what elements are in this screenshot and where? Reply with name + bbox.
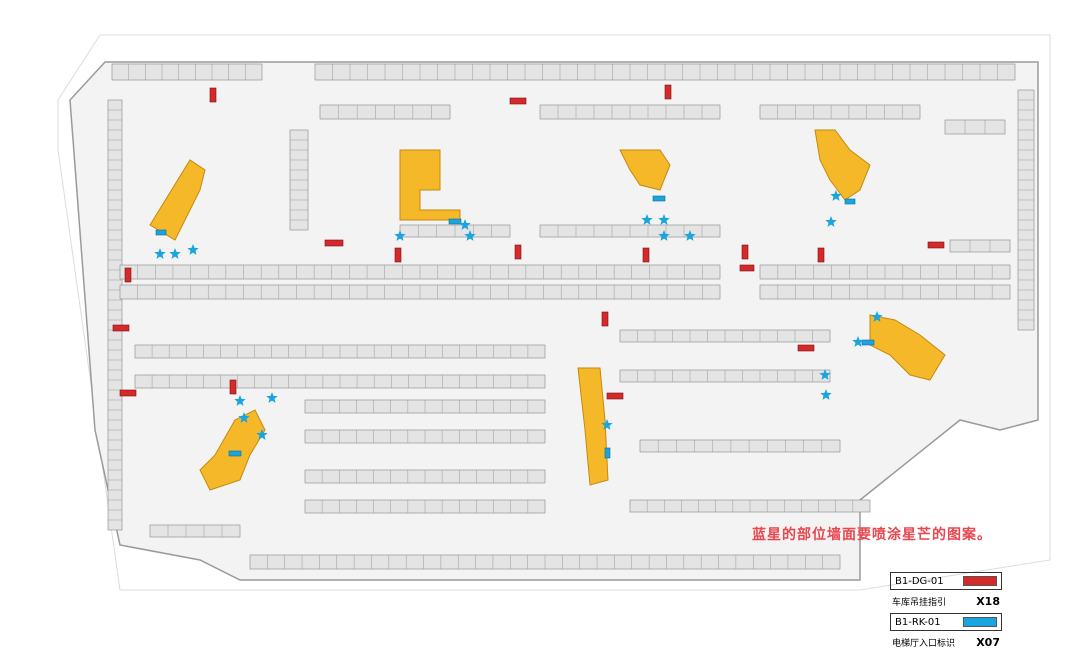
star-marker-icon (658, 214, 670, 225)
parking-row (319, 104, 451, 120)
legend-count: X07 (976, 636, 1000, 649)
parking-row (111, 63, 263, 81)
red-hanging-sign-icon (642, 247, 650, 263)
blue-entrance-sign-icon (448, 218, 462, 225)
star-marker-icon (234, 395, 246, 406)
parking-bays (107, 63, 1035, 570)
parking-row (944, 119, 1006, 135)
parking-row (107, 99, 123, 531)
parking-row (759, 104, 921, 120)
star-marker-icon (238, 412, 250, 423)
star-marker-icon (169, 248, 181, 259)
red-hanging-sign-icon (509, 97, 527, 105)
red-hanging-sign-icon (119, 389, 137, 397)
star-marker-icon (830, 190, 842, 201)
building-core (869, 314, 946, 381)
star-marker-icon (256, 429, 268, 440)
red-hanging-sign-icon (209, 87, 217, 103)
star-marker-icon (641, 214, 653, 225)
building-footprints (149, 129, 946, 491)
legend-desc: 车库吊挂指引 (892, 598, 947, 608)
star-marker-icon (459, 219, 471, 230)
building-core (577, 367, 609, 486)
legend-count: X18 (976, 595, 1000, 608)
star-marker-icon (266, 392, 278, 403)
red-hanging-sign-icon (664, 84, 672, 100)
red-hanging-sign-icon (112, 324, 130, 332)
entrance-signs (155, 195, 875, 459)
star-marker-icon (852, 336, 864, 347)
star-marker-icon (819, 369, 831, 380)
red-hanging-sign-icon (514, 244, 522, 260)
blue-entrance-sign-icon (963, 617, 997, 627)
star-marker-icon (820, 389, 832, 400)
red-hanging-sign-icon (601, 311, 609, 327)
legend-entrance-sign: B1-RK-01 电梯厅入口标识 X07 (890, 613, 1002, 649)
parking-row (149, 524, 241, 538)
star-marker-icon (825, 216, 837, 227)
blue-entrance-sign-icon (844, 198, 856, 205)
legend-hanging-sign: B1-DG-01 车库吊挂指引 X18 (890, 572, 1002, 608)
star-markers (154, 190, 883, 440)
parking-row (639, 439, 841, 453)
red-hanging-sign-icon (739, 264, 755, 272)
star-marker-icon (187, 244, 199, 255)
red-hanging-sign-icon (963, 576, 997, 586)
legend-code: B1-DG-01 (895, 575, 944, 587)
star-marker-icon (871, 311, 883, 322)
blue-entrance-sign-icon (861, 339, 875, 346)
star-marker-icon (601, 419, 613, 430)
star-marker-icon (154, 248, 166, 259)
star-marker-icon (658, 230, 670, 241)
red-hanging-sign-icon (741, 244, 749, 260)
red-hanging-sign-icon (124, 267, 132, 283)
star-marker-icon (684, 230, 696, 241)
blue-entrance-sign-icon (652, 195, 666, 202)
building-core (619, 149, 671, 191)
star-marker-icon (394, 230, 406, 241)
building-core (199, 409, 266, 491)
building-core (399, 149, 461, 221)
red-hanging-sign-icon (927, 241, 945, 249)
blue-entrance-sign-icon (155, 229, 167, 236)
red-hanging-sign-icon (797, 344, 815, 352)
hanging-signs (112, 84, 945, 400)
red-hanging-sign-icon (324, 239, 344, 247)
building-core (814, 129, 871, 201)
red-hanging-sign-icon (606, 392, 624, 400)
parking-row (949, 239, 1011, 253)
red-hanging-sign-icon (394, 247, 402, 263)
building-core (149, 159, 206, 241)
blue-entrance-sign-icon (604, 447, 611, 459)
red-hanging-sign-icon (229, 379, 237, 395)
red-hanging-sign-icon (817, 247, 825, 263)
star-marker-icon (464, 230, 476, 241)
legend-desc: 电梯厅入口标识 (892, 639, 956, 649)
blue-entrance-sign-icon (228, 450, 242, 457)
legend-code: B1-RK-01 (895, 616, 941, 628)
spray-instruction-note: 蓝星的部位墙面要喷涂星芒的图案。 (752, 527, 992, 543)
